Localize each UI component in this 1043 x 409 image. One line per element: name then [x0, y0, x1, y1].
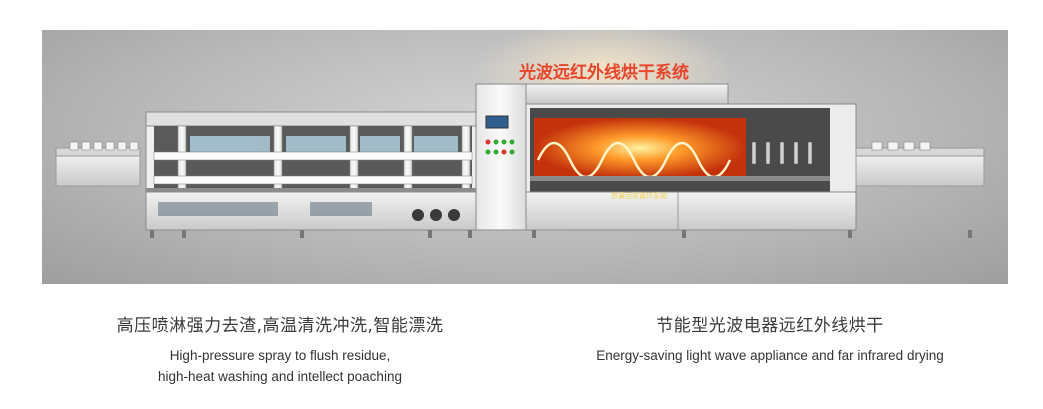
- input-conveyor: [55, 141, 141, 187]
- washing-caption: 高压喷淋强力去渣,高温清洗冲洗,智能漂洗 High-pressure spray…: [60, 311, 500, 387]
- drying-caption: 节能型光波电器远红外线烘干 Energy-saving light wave a…: [560, 311, 980, 366]
- heat-recovery-label: 热量回收循环系统: [611, 191, 667, 200]
- washing-caption-en-line2: high-heat washing and intellect poaching: [158, 369, 402, 384]
- dishwasher-machine-illustration: 光波远红外线烘干系统 热量回收循环系统: [55, 30, 985, 238]
- control-tower: [475, 83, 527, 231]
- drying-caption-en-line1: Energy-saving light wave appliance and f…: [596, 348, 944, 363]
- control-screen: [485, 115, 509, 129]
- drying-section: [525, 83, 972, 238]
- infrared-chamber: [534, 118, 746, 178]
- indicator-lights: [485, 139, 515, 155]
- washing-section: [145, 111, 477, 238]
- drying-system-label: 光波远红外线烘干系统: [518, 62, 689, 83]
- washing-caption-cn: 高压喷淋强力去渣,高温清洗冲洗,智能漂洗: [116, 316, 444, 336]
- heat-wave: [536, 141, 732, 179]
- output-conveyor: [855, 141, 985, 187]
- washing-caption-en-line1: High-pressure spray to flush residue,: [169, 348, 391, 363]
- drying-caption-cn: 节能型光波电器远红外线烘干: [656, 316, 884, 336]
- machine-banner: 光波远红外线烘干系统 热量回收循环系统: [42, 30, 1008, 284]
